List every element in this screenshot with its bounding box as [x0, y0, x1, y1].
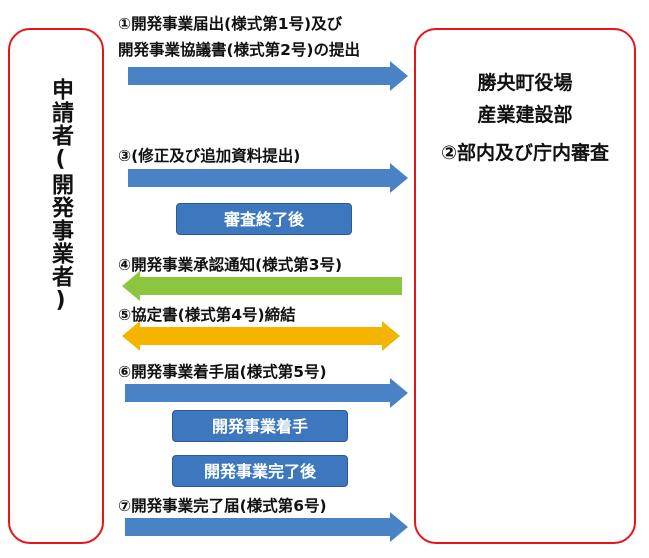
step7-label: ⑦開発事業完了届(様式第6号) [118, 497, 327, 515]
stage-development-complete: 開発事業完了後 [172, 455, 348, 487]
arrow-agreement [122, 321, 400, 351]
stage-development-start: 開発事業着手 [172, 410, 348, 442]
step6-label: ⑥開発事業着手届(様式第5号) [118, 363, 327, 381]
applicant-box [8, 28, 104, 544]
arrow-approval-notice [122, 271, 402, 301]
town-office-box [414, 28, 636, 544]
step5-label: ⑤協定書(様式第4号)締結 [118, 306, 296, 324]
office-name: 勝央町役場 [477, 72, 573, 94]
office-review-step: ②部内及び庁内審査 [440, 142, 610, 164]
step3-label: ③(修正及び追加資料提出) [118, 147, 301, 165]
stage-review-end: 審査終了後 [176, 203, 352, 235]
arrow-submit-notification [128, 61, 408, 91]
step1-label-line2: 開発事業協議書(様式第2号)の提出 [118, 41, 360, 59]
step1-label-line1: ①開発事業届出(様式第1号)及び [118, 15, 343, 33]
arrow-start-notification [125, 378, 408, 408]
step4-label: ④開発事業承認通知(様式第3号) [118, 256, 343, 274]
office-department: 産業建設部 [477, 104, 573, 126]
arrow-completion-notification [125, 512, 408, 542]
applicant-label: 申請者(開発事業者) [48, 78, 73, 314]
arrow-submit-revision [128, 163, 408, 193]
